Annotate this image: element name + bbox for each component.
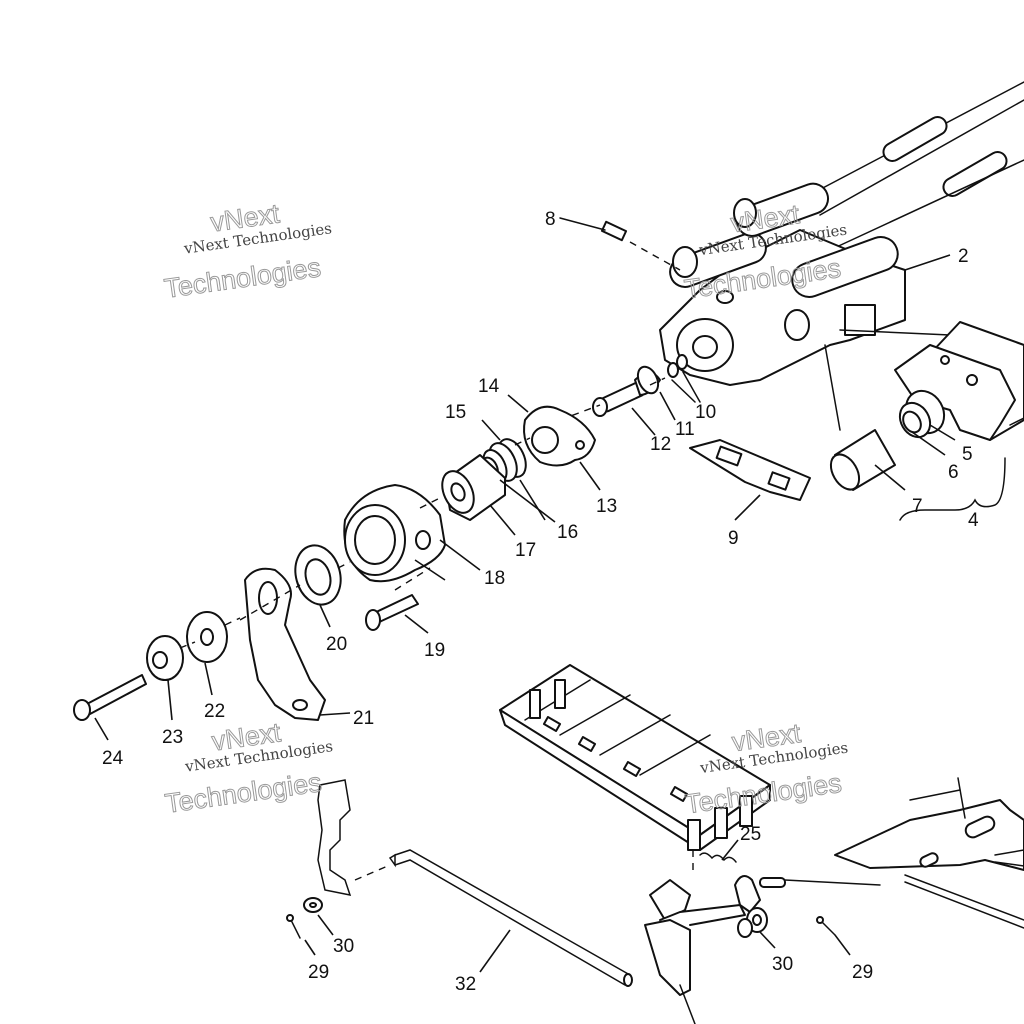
watermark-line2: Technologies [162, 252, 322, 304]
piston [441, 454, 506, 521]
callout-32: 32 [455, 974, 476, 995]
brake-rod [354, 849, 633, 987]
callout-17: 17 [515, 540, 536, 561]
pedal-pivot-parts [692, 850, 881, 938]
callout-18: 18 [484, 568, 505, 589]
callout-29-right: 29 [852, 962, 873, 983]
callout-6: 6 [948, 462, 959, 483]
callout-16: 16 [557, 522, 578, 543]
ghost-linkage [317, 779, 352, 896]
callout-14: 14 [478, 376, 500, 397]
callout-30-right: 30 [772, 954, 793, 975]
callout-4: 4 [968, 510, 979, 531]
piston-parts [829, 389, 1006, 521]
callout-24: 24 [102, 748, 124, 769]
cam-housing [343, 484, 446, 583]
callout-22: 22 [204, 701, 225, 722]
callout-30-left: 30 [333, 936, 354, 957]
watermark-top-left: vNext vNext Technologies Technologies [162, 198, 333, 304]
tie-rod-assembly [799, 81, 1024, 251]
callout-13: 13 [596, 496, 617, 517]
callout-10: 10 [695, 402, 716, 423]
bleeder-screw [559, 217, 681, 271]
cotter-pins-nuts [286, 897, 836, 939]
callout-25: 25 [740, 824, 761, 845]
callout-29-left: 29 [308, 962, 329, 983]
washers [146, 611, 228, 681]
long-bolt [73, 584, 301, 721]
callout-20: 20 [326, 634, 347, 655]
lower-bracket [834, 777, 1024, 929]
callout-7: 7 [912, 496, 923, 517]
callout-12: 12 [650, 434, 671, 455]
callout-5: 5 [962, 444, 973, 465]
callout-21: 21 [353, 708, 374, 729]
pad-plate [689, 439, 811, 501]
callout-23: 23 [162, 727, 183, 748]
assembly-axes [179, 377, 666, 649]
cap-screw [365, 567, 431, 631]
callout-19: 19 [424, 640, 445, 661]
callout-15: 15 [445, 402, 466, 423]
callout-numbers: 2 4 5 6 7 8 9 10 11 12 13 14 15 16 17 18… [102, 209, 979, 995]
callout-2: 2 [958, 246, 969, 267]
brake-pad-bracket [894, 321, 1024, 441]
footrest-platform [499, 664, 771, 851]
caliper-housing [659, 182, 951, 431]
leader-lines [94, 254, 956, 973]
mounting-flange [523, 405, 596, 467]
callout-11: 11 [675, 419, 695, 440]
pin-spring-parts [559, 354, 701, 421]
callout-8: 8 [545, 209, 556, 230]
callout-9: 9 [728, 528, 739, 549]
seal-washer [294, 544, 342, 606]
brake-pedal [644, 879, 746, 1024]
watermark-bottom-right: vNext vNext Technologies Technologies [683, 717, 849, 820]
